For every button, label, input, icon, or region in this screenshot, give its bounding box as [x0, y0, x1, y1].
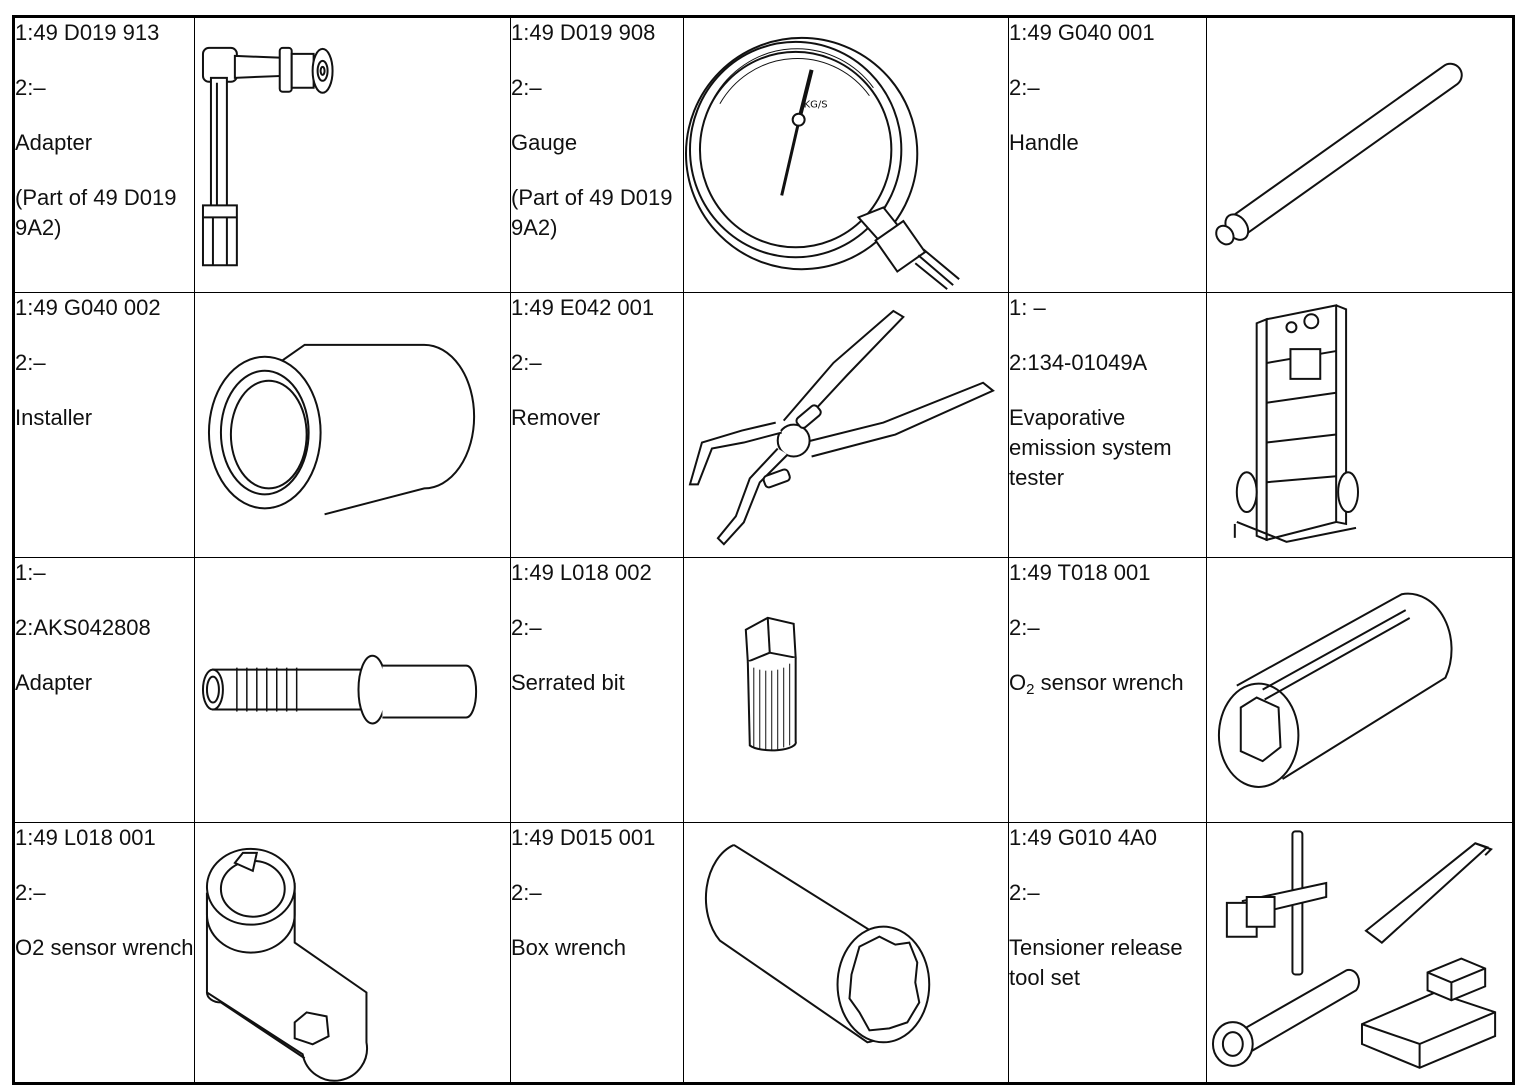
tool-label-cell: 1:– 2:AKS042808 Adapter: [13, 557, 195, 824]
pressure-gauge-icon: KG/S: [684, 18, 1008, 292]
tool-alt-code: 2:–: [1009, 75, 1040, 100]
tool-image-cell: [683, 557, 1009, 824]
tool-name: Evaporative emission system tester: [1009, 405, 1172, 491]
tool-alt-code: 2:–: [1009, 615, 1040, 641]
tool-alt-code: 2:–: [15, 75, 46, 100]
tool-code: 1:49 D015 001: [511, 825, 656, 851]
tool-label-cell: 1:49 G040 002 2:– Installer: [13, 292, 195, 559]
special-tools-table: 1:49 D019 913 2:– Adapter (Part of 49 D0…: [12, 15, 1515, 1085]
tool-name: Adapter: [15, 670, 93, 696]
installer-ring-icon: [195, 293, 510, 557]
tool-alt-code: 2:134-01049A: [1009, 350, 1148, 376]
tool-image-cell: KG/S: [683, 15, 1009, 294]
tool-image-cell: [683, 822, 1009, 1084]
tool-image-cell: [683, 292, 1009, 559]
tool-name: Box wrench: [511, 935, 626, 961]
tool-note: (Part of 49 D019 9A2): [15, 185, 177, 240]
tool-alt-code: 2:–: [511, 75, 542, 100]
tool-note: (Part of 49 D019 9A2): [511, 185, 673, 240]
slotted-socket-icon: [1207, 558, 1512, 822]
tool-name: Adapter: [15, 130, 93, 155]
pliers-icon: [684, 293, 1008, 557]
tool-label-cell: 1:49 D019 908 2:– Gauge (Part of 49 D019…: [510, 15, 684, 294]
tool-image-cell: [194, 15, 511, 294]
offset-wrench-icon: [195, 823, 510, 1081]
tool-alt-code: 2:–: [511, 880, 542, 906]
tool-image-cell: [1206, 822, 1514, 1084]
handle-bar-icon: [1207, 18, 1512, 292]
tool-name: Handle: [1009, 130, 1079, 155]
tool-name: Serrated bit: [511, 670, 625, 696]
tool-alt-code: 2:–: [511, 350, 542, 376]
tool-label-cell: 1:49 G010 4A0 2:– Tensioner release tool…: [1008, 822, 1207, 1084]
svg-text:KG/S: KG/S: [804, 100, 828, 111]
tool-image-cell: [194, 292, 511, 559]
tool-label-cell: 1:49 E042 001 2:– Remover: [510, 292, 684, 559]
tool-name: Remover: [511, 405, 601, 431]
tool-code: 1:–: [15, 560, 46, 586]
tool-image-cell: [194, 557, 511, 824]
serrated-bit-icon: [684, 558, 1008, 822]
tool-alt-code: 2:–: [1009, 880, 1040, 906]
tool-code: 1:49 L018 001: [15, 825, 156, 851]
tool-name: O2 sensor wrench: [15, 935, 194, 961]
tool-name: Installer: [15, 405, 93, 431]
tool-name-subscript: 2: [1026, 681, 1035, 699]
tool-code: 1:49 E042 001: [511, 295, 655, 321]
tool-code: 1:49 T018 001: [1009, 560, 1151, 586]
tester-cart-icon: [1207, 293, 1512, 557]
adapter-elbow-icon: [195, 18, 510, 292]
tool-name: O: [1009, 670, 1027, 696]
tool-label-cell: 1: – 2:134-01049A Evaporative emission s…: [1008, 292, 1207, 559]
tool-label-cell: 1:49 D019 913 2:– Adapter (Part of 49 D0…: [13, 15, 195, 294]
tool-code: 1:49 D019 908: [511, 20, 656, 45]
tool-alt-code: 2:–: [15, 880, 46, 906]
tool-alt-code: 2:–: [15, 350, 46, 376]
tool-label-cell: 1:49 L018 002 2:– Serrated bit: [510, 557, 684, 824]
tool-code: 1:49 L018 002: [511, 560, 652, 586]
tool-alt-code: 2:AKS042808: [15, 615, 151, 641]
tool-image-cell: [1206, 15, 1514, 294]
tool-name-o2: O2 sensor wrench: [1009, 668, 1206, 705]
tool-label-cell: 1:49 T018 001 2:– O2 sensor wrench: [1008, 557, 1207, 824]
tool-name: Tensioner release tool set: [1009, 935, 1183, 991]
tool-label-cell: 1:49 D015 001 2:– Box wrench: [510, 822, 684, 1084]
tool-image-cell: [1206, 292, 1514, 559]
tool-code: 1: –: [1009, 295, 1046, 321]
tool-code: 1:49 D019 913: [15, 20, 160, 45]
tool-code: 1:49 G040 002: [15, 295, 161, 321]
tool-alt-code: 2:–: [511, 615, 542, 641]
tool-name-rest: sensor wrench: [1034, 670, 1184, 696]
tool-code: 1:49 G040 001: [1009, 20, 1155, 45]
threaded-adapter-icon: [195, 558, 510, 822]
tool-code: 1:49 G010 4A0: [1009, 825, 1158, 851]
tool-name: Gauge: [511, 130, 578, 155]
tool-label-cell: 1:49 G040 001 2:– Handle: [1008, 15, 1207, 294]
box-socket-icon: [684, 823, 1008, 1081]
tensioner-toolset-icon: [1207, 823, 1512, 1081]
tool-image-cell: [1206, 557, 1514, 824]
tool-image-cell: [194, 822, 511, 1084]
tool-label-cell: 1:49 L018 001 2:– O2 sensor wrench: [13, 822, 195, 1084]
